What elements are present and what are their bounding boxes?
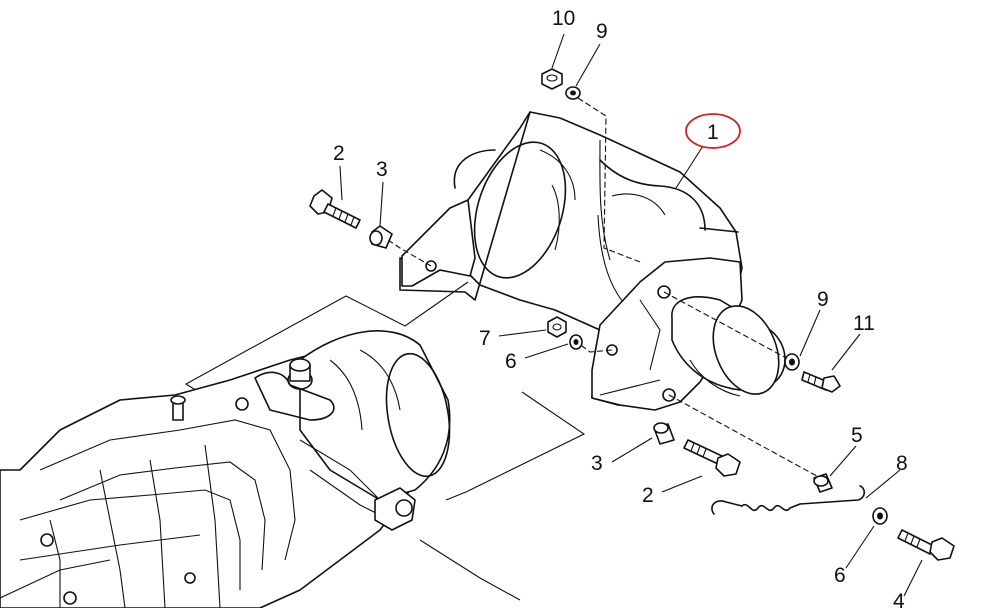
bolt-4 <box>897 529 955 561</box>
callout-4: 4 <box>893 590 905 608</box>
callout-11: 11 <box>853 312 875 335</box>
washer-6-bottom <box>872 507 888 525</box>
callout-6-bottom: 6 <box>834 564 846 587</box>
spring-8 <box>711 485 866 515</box>
nut-10 <box>541 68 563 90</box>
callout-8: 8 <box>896 452 908 475</box>
collar-5 <box>813 473 833 493</box>
nut-7 <box>547 316 567 338</box>
washer-9-right <box>784 353 800 371</box>
bolt-2-right <box>683 439 741 477</box>
callout-1: 1 <box>707 121 719 144</box>
housing-part-1 <box>399 111 786 411</box>
collar-3-left <box>369 225 393 249</box>
callout-9-top: 9 <box>596 20 608 43</box>
callout-3-left: 3 <box>376 158 388 181</box>
callout-6-mid: 6 <box>505 350 517 373</box>
callout-leaders <box>339 33 923 597</box>
bolt-11 <box>801 371 841 393</box>
highlight-circle <box>685 113 741 149</box>
callout-9-right: 9 <box>817 288 829 311</box>
bolt-2-left <box>309 189 361 229</box>
callout-3-right: 3 <box>591 452 603 475</box>
washer-9-top <box>565 86 581 100</box>
callout-2-left: 2 <box>333 142 345 165</box>
callout-5: 5 <box>851 424 863 447</box>
callout-10: 10 <box>552 7 575 30</box>
pump-assembly <box>0 330 521 608</box>
washer-6-mid <box>569 334 583 350</box>
callout-2-right: 2 <box>642 484 654 507</box>
assembly-boundary <box>184 281 586 501</box>
collar-3-right <box>653 422 675 445</box>
callout-7: 7 <box>479 327 491 350</box>
leader-centerlines <box>387 97 825 481</box>
